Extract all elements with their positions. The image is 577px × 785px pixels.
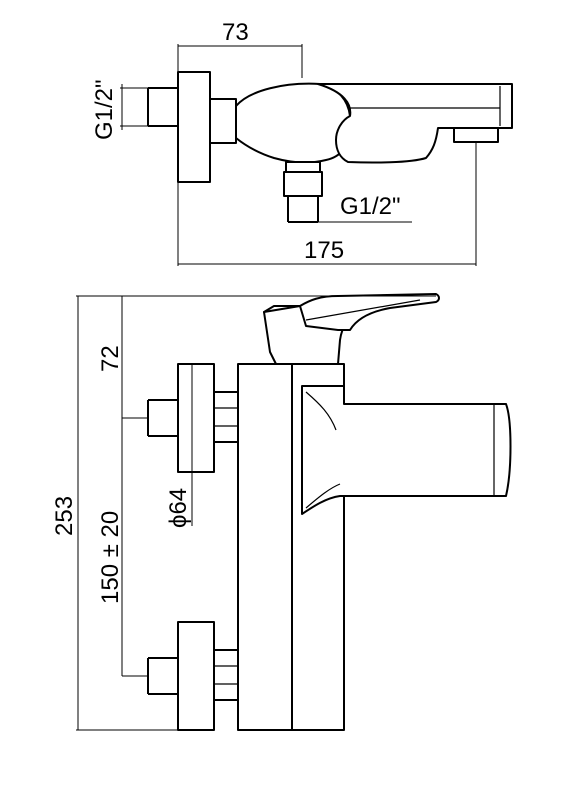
top-inlet-pipe bbox=[147, 87, 178, 127]
dim-outlet-thread: G1/2" bbox=[288, 193, 412, 223]
side-lower-flange bbox=[177, 621, 215, 731]
dim-flange-diameter: ϕ64 bbox=[165, 364, 196, 528]
dim-73: 73 bbox=[177, 19, 303, 78]
side-lower-inlet-pipe bbox=[147, 657, 178, 695]
top-view: 73 G1/2" G1/2" 175 bbox=[91, 19, 513, 266]
top-wall-flange bbox=[177, 71, 211, 183]
dim-flange-diameter-label: ϕ64 bbox=[165, 488, 192, 528]
dim-175-label: 175 bbox=[304, 237, 344, 264]
side-view: 72 150 ± 20 253 ϕ64 bbox=[51, 293, 512, 731]
side-upper-inlet-pipe bbox=[147, 399, 178, 437]
dim-inlet-thread: G1/2" bbox=[91, 79, 148, 140]
side-upper-nut bbox=[213, 391, 239, 443]
dim-253-label: 253 bbox=[51, 496, 78, 536]
dim-73-label: 73 bbox=[222, 19, 249, 46]
dim-72-label: 72 bbox=[97, 345, 124, 372]
top-diverter-knob bbox=[453, 127, 499, 143]
top-mixer-body bbox=[235, 82, 352, 164]
side-upper-flange bbox=[177, 363, 215, 473]
top-outlet-fitting bbox=[283, 161, 323, 223]
top-spout bbox=[317, 83, 513, 164]
dim-inlet-thread-label: G1/2" bbox=[91, 79, 118, 140]
top-collar bbox=[209, 98, 237, 144]
dim-253: 253 bbox=[51, 296, 178, 731]
dim-72: 72 bbox=[76, 295, 436, 419]
dim-175: 175 bbox=[177, 142, 477, 266]
dim-outlet-thread-label: G1/2" bbox=[340, 193, 401, 220]
dim-150: 150 ± 20 bbox=[97, 418, 148, 677]
dim-150-label: 150 ± 20 bbox=[97, 511, 124, 604]
side-spout bbox=[301, 385, 512, 515]
side-lower-nut bbox=[213, 649, 239, 701]
side-lever-handle bbox=[263, 293, 440, 365]
